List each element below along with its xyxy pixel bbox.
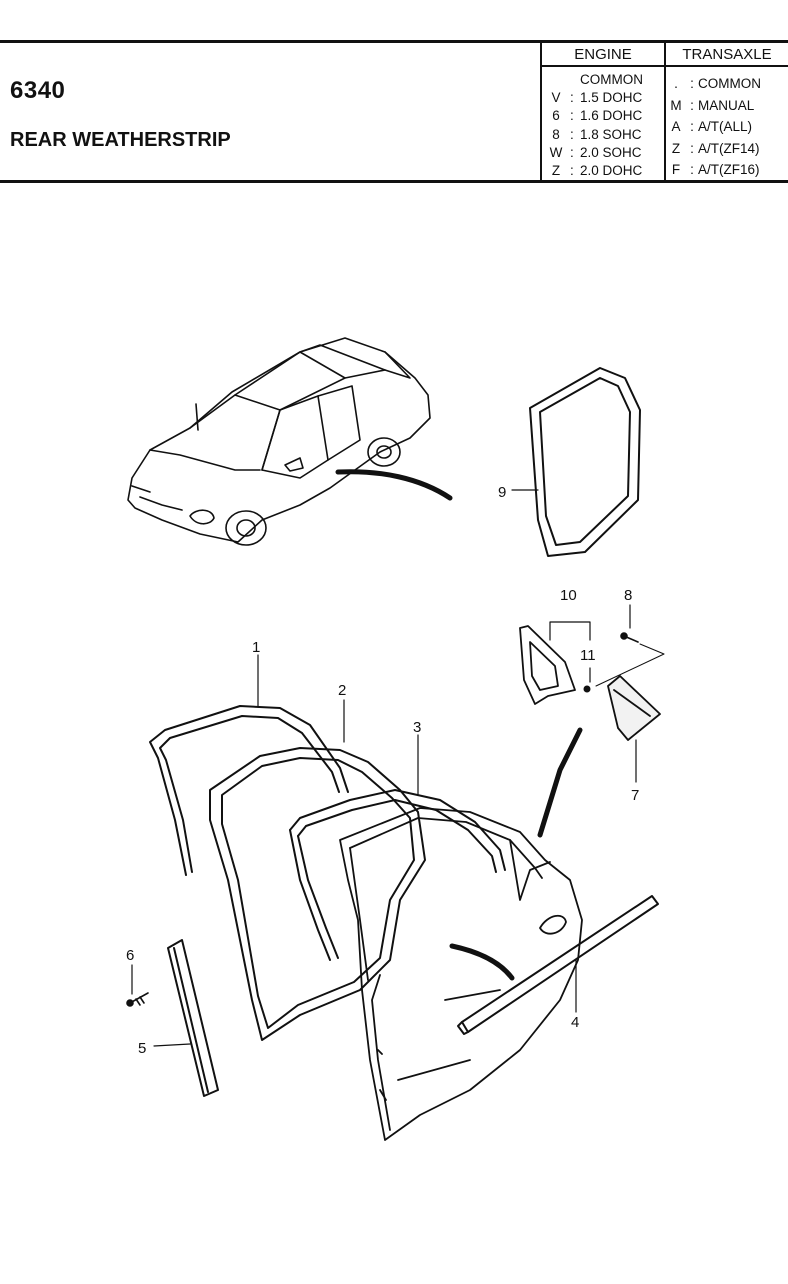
callout-5: 5 [138,1040,146,1057]
rear-door-panel [339,807,583,1141]
part-3-body-weatherstrip [289,789,506,961]
engine-row: W:2.0 SOHC [549,144,642,160]
engine-row: 6:1.6 DOHC [552,108,643,124]
transaxle-heading: TRANSAXLE [666,43,788,67]
callout-8: 8 [624,587,632,604]
callout-7: 7 [631,787,639,804]
callout-11: 11 [580,647,596,664]
pointer-arrow [537,727,583,838]
engine-row: COMMON [580,72,643,87]
callout-2: 2 [338,682,346,699]
transaxle-row: Z:A/T(ZF14) [671,140,760,156]
callout-10: 10 [560,587,577,604]
part-5-pillar-garnish [167,939,219,1097]
part-11-clip [583,685,591,693]
transaxle-row: F:A/T(ZF16) [671,162,760,177]
parts-header: 6340 REAR WEATHERSTRIP ENGINE COMMON V:1… [0,40,788,183]
part-9-frame-weatherstrip [529,367,641,557]
engine-row: Z:2.0 DOHC [551,162,643,178]
car-overview-illustration [127,337,431,546]
transaxle-legend-table: TRANSAXLE .:COMMON M:MANUAL A:A/T(ALL) Z… [664,43,788,183]
callout-1: 1 [252,639,260,656]
leader-5 [153,1043,191,1047]
callout-4: 4 [571,1014,579,1031]
pointer-arrow [335,469,453,501]
engine-row: 8:1.8 SOHC [552,126,642,142]
callout-3: 3 [413,719,421,736]
part-8-bolt [620,632,639,643]
transaxle-row: .:COMMON [674,76,761,91]
part-7-corner-trim [607,675,661,741]
callout-9: 9 [498,484,506,501]
part-6-screw [126,992,149,1007]
section-code: 6340 [10,77,66,104]
section-title: REAR WEATHERSTRIP [10,129,231,151]
leader-8-link [595,643,665,687]
part-10-quarter-seal [519,625,576,705]
transaxle-row: M:MANUAL [670,97,755,113]
engine-row: V:1.5 DOHC [551,90,643,106]
part-1-glass-run [149,705,349,876]
pointer-arrow [449,943,515,981]
leader-10 [549,621,591,641]
engine-legend-table: ENGINE COMMON V:1.5 DOHC 6:1.6 DOHC 8:1.… [540,43,664,183]
callout-6: 6 [126,947,134,964]
transaxle-row: A:A/T(ALL) [671,119,753,134]
engine-heading: ENGINE [542,43,664,67]
part-2-door-weatherstrip [209,747,426,1041]
part-4-belt-moulding [457,895,659,1035]
